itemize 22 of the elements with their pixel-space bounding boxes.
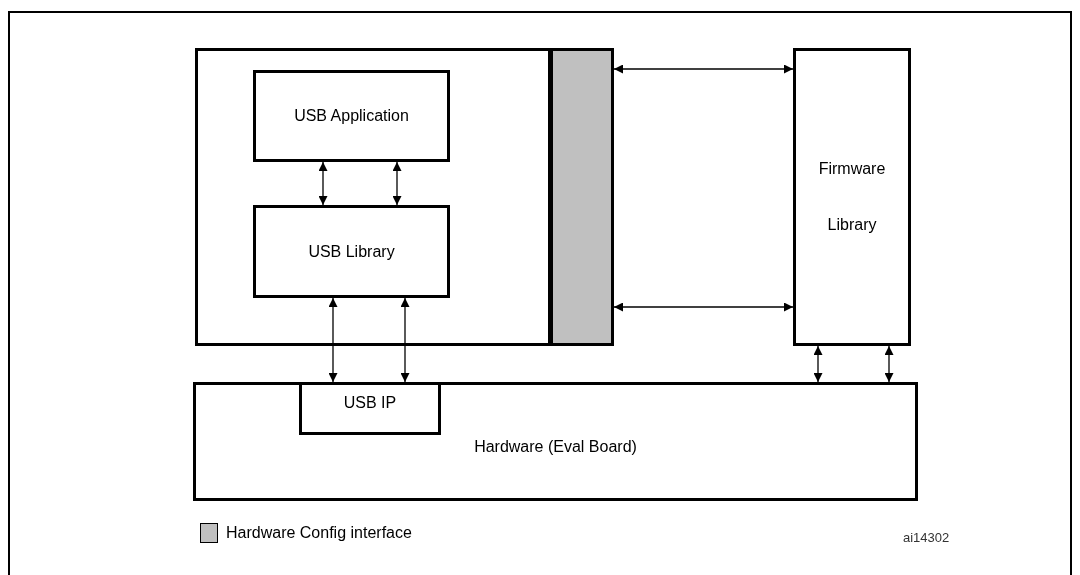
block-label: USB Library [308,241,395,262]
double-arrow [318,161,328,206]
block-label: Firmware Library [817,159,887,235]
figure-code: ai14302 [903,530,950,545]
block-box [253,205,450,298]
double-arrow [328,297,338,383]
block-box [793,48,911,346]
block-box [299,382,441,435]
block-label: Hardware (Eval Board) [474,437,637,457]
block-box [253,70,450,162]
double-arrow [400,297,410,383]
double-arrow [813,345,823,383]
software-box [195,48,551,346]
double-arrow [884,345,894,383]
legend-label: Hardware Config interface [226,524,412,542]
interface-bar [550,48,614,346]
double-arrow [613,64,794,74]
double-arrow [392,161,402,206]
block-label: USB IP [343,393,397,413]
block-box [193,382,918,501]
double-arrow [613,302,794,312]
block-label: USB Application [294,106,409,126]
